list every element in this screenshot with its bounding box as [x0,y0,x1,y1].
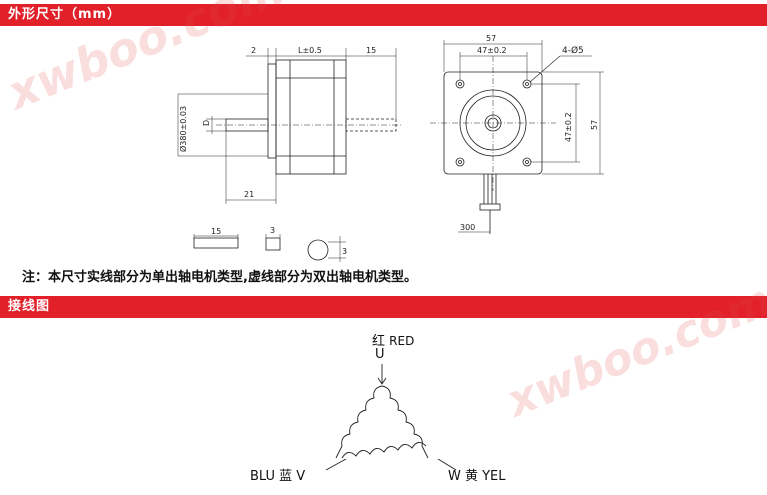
key-section-detail [265,237,281,251]
key-15-label: 15 [211,227,221,236]
note-text: 注：本尺寸实线部分为单出轴电机类型,虚线部分为双出轴电机类型。 [22,270,417,285]
wiring-diagram [325,364,457,471]
dim-57-top-label: 57 [486,34,496,43]
motor-body [275,59,347,175]
coil-uv [335,385,383,459]
section-title-wiring: 接线图 [8,299,51,314]
dim-21-label: 21 [244,190,254,199]
dim-47-side-label: 47±0.2 [564,112,573,142]
dim-15-label: 15 [366,46,376,55]
terminal-w-label: W 黄 YEL [448,469,506,484]
section-header-wiring: 接线图 [0,296,767,318]
dim-300-label: 300 [460,223,475,232]
lead-w [437,458,457,471]
cable-connector [479,203,501,211]
section-title-dimensions: 外形尺寸（mm） [8,7,122,22]
terminal-v-label: BLU 蓝 V [250,469,306,484]
key-3-label: 3 [270,226,275,235]
motor-flange [267,63,277,159]
dim-2-label: 2 [251,46,256,55]
section-header-dimensions: 外形尺寸（mm） [0,4,767,26]
lead-v [325,458,347,471]
terminal-u-en: RED [389,334,415,348]
dim-47-top-label: 47±0.2 [477,46,507,55]
shaft-flat-detail [307,239,329,261]
dimension-drawing: 2 L±0.5 15 D Ø380±0.03 21 57 47±0.2 4-Ø5… [177,34,604,262]
terminal-u-cn: 红 [372,334,386,349]
dim-d-label: D [202,120,211,126]
mounting-hole [455,79,465,89]
dim-57-side-label: 57 [590,120,599,130]
coil-uw [381,385,429,459]
mounting-hole [522,79,532,89]
coil-vw [341,442,427,459]
dim-shaft-label: Ø380±0.03 [178,106,188,152]
dim-l-label: L±0.5 [298,46,322,55]
dim-holes-label: 4-Ø5 [562,45,584,56]
key-detail [193,237,239,249]
flat-3-label: 3 [342,247,347,256]
terminal-u-label: 红 RED [372,330,414,349]
terminal-u-letter: U [375,347,385,362]
mounting-hole [455,157,465,167]
mounting-hole [522,157,532,167]
